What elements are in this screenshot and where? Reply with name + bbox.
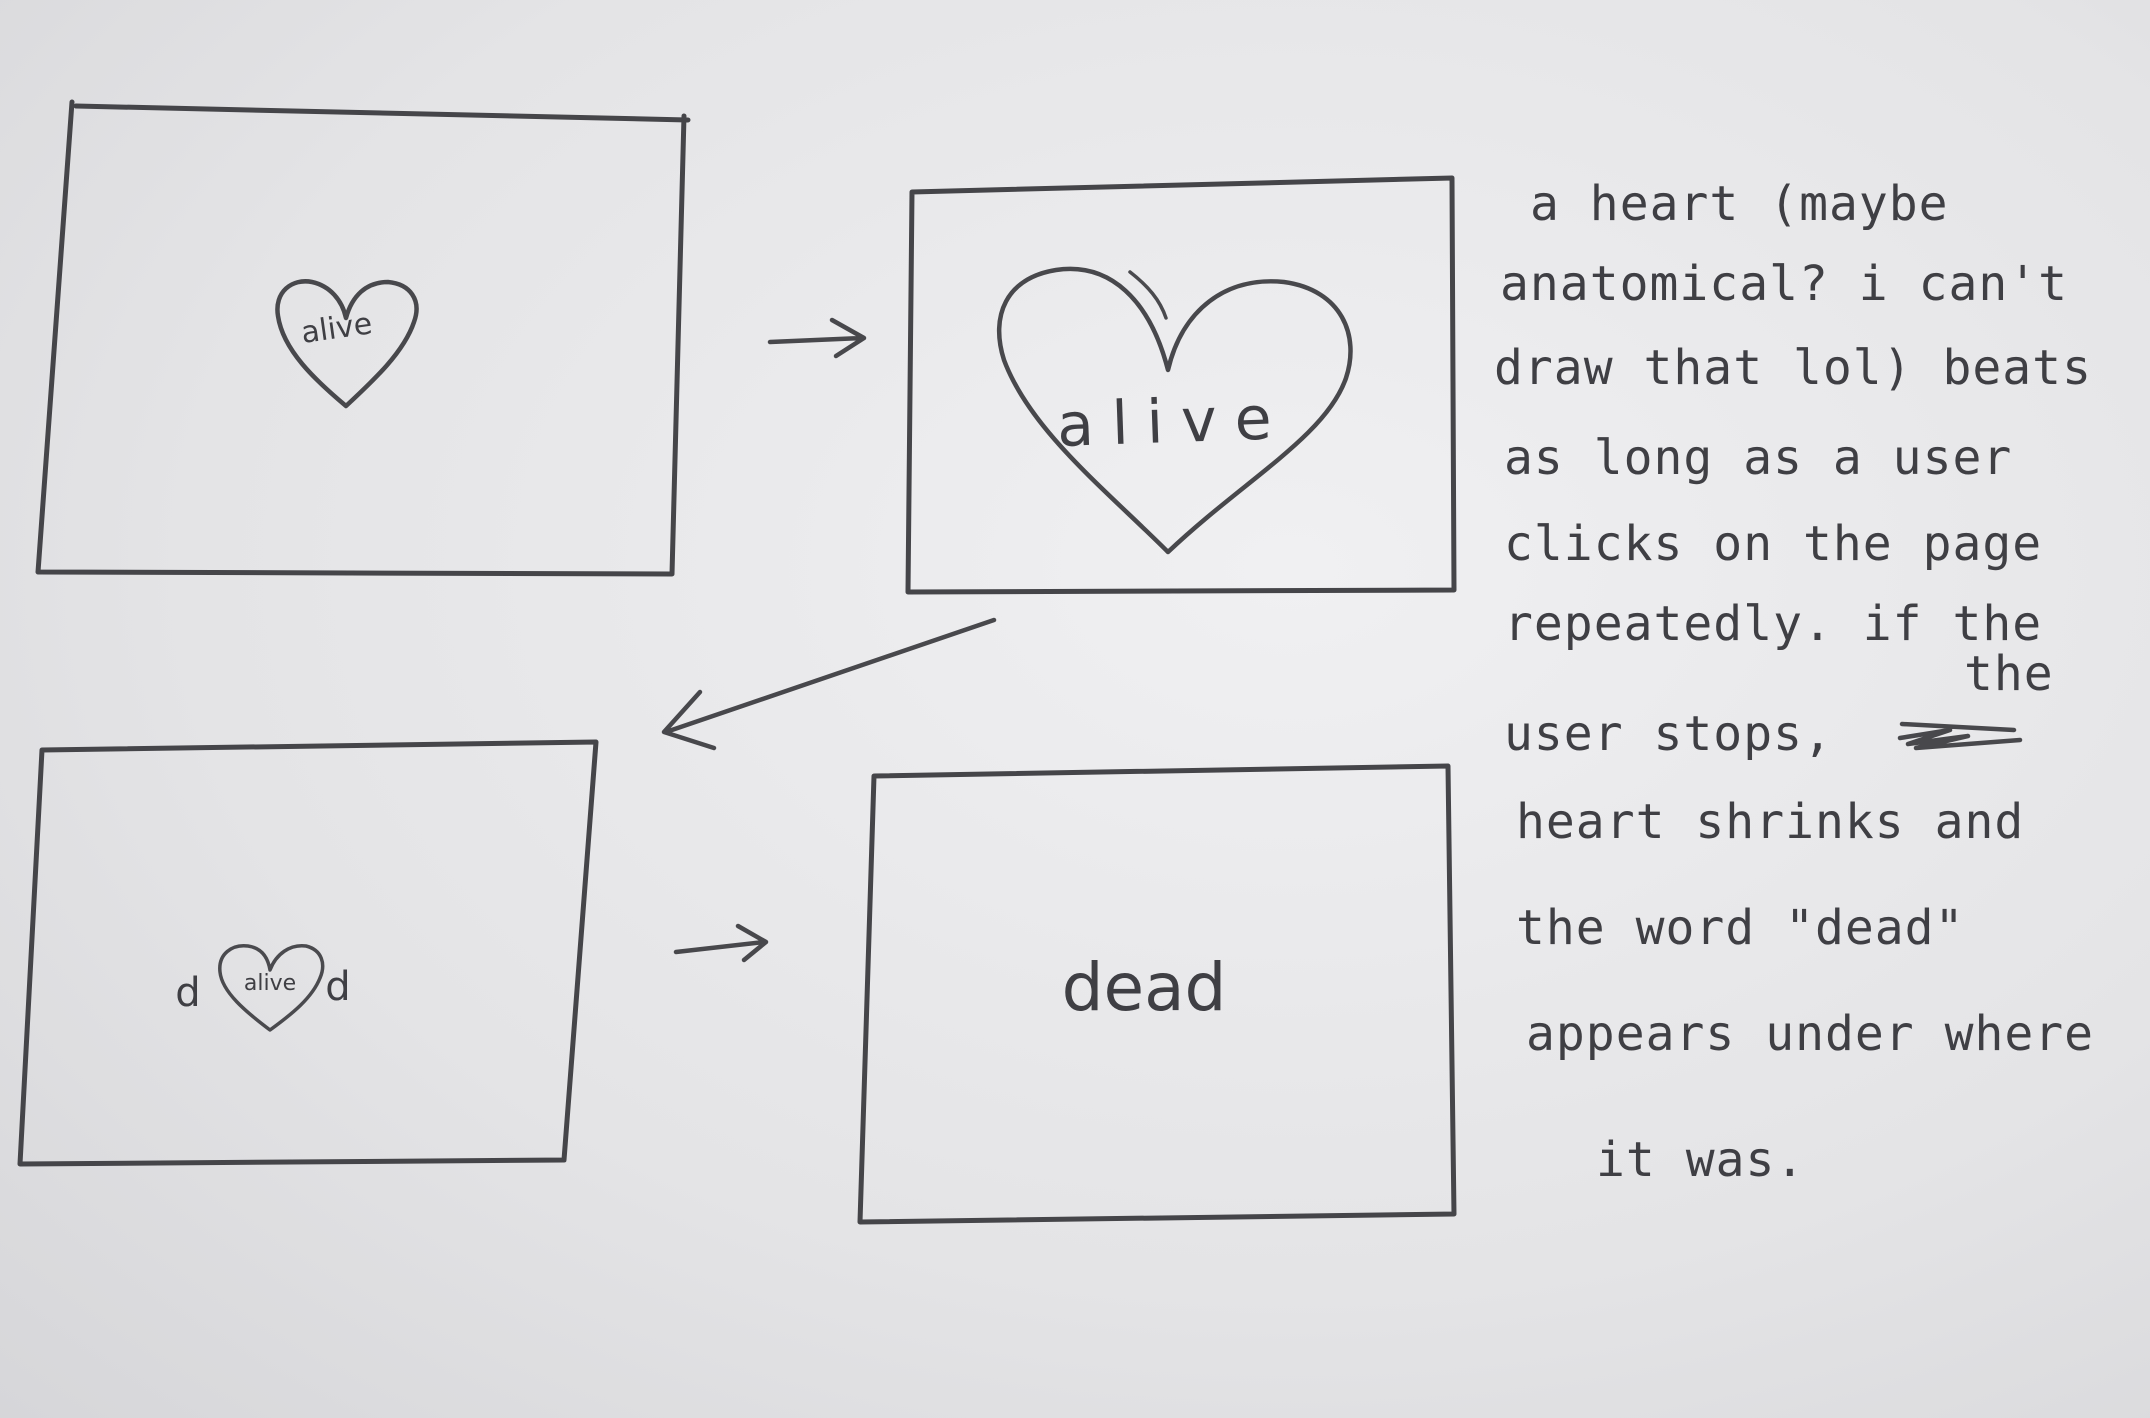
note-line-11: appears under where	[1526, 1006, 2094, 1062]
note-line-3: draw that lol) beats	[1494, 340, 2092, 396]
panel-3-label: alive	[244, 971, 296, 996]
panel-2-heart-icon	[996, 266, 1353, 555]
note-line-5: clicks on the page	[1504, 516, 2042, 572]
panel-3: alive d d	[17, 739, 599, 1167]
note-line-2: anatomical? i can't	[1500, 256, 2068, 312]
note-line-7: the	[1964, 646, 2054, 702]
note-line-9: heart shrinks and	[1516, 794, 2024, 850]
note-line-6: repeatedly. if the	[1504, 596, 2042, 652]
panel-4-label: dead	[1062, 949, 1227, 1026]
note-line-4: as long as a user	[1504, 430, 2012, 486]
panel-1-frame	[35, 99, 691, 577]
panel-3-heart-icon	[218, 944, 325, 1032]
note-line-10: the word "dead"	[1516, 900, 1964, 956]
panel-1-heart-icon	[275, 279, 419, 409]
panel-4: dead	[857, 763, 1457, 1225]
arrow-diagonal-icon	[661, 617, 997, 751]
panel-4-frame	[857, 763, 1457, 1225]
arrow-right-2-icon	[673, 923, 769, 963]
panel-3-left-fragment: d	[175, 970, 200, 1016]
note-line-1: a heart (maybe	[1530, 176, 1949, 232]
panel-2-frame	[905, 175, 1457, 595]
scribble-mark	[1897, 721, 2023, 751]
note-line-12: it was.	[1596, 1132, 1805, 1188]
arrow-right-1-icon	[767, 317, 867, 359]
panel-2-label: alive	[1056, 383, 1291, 461]
panel-3-right-fragment: d	[325, 964, 350, 1010]
panel-1: alive	[35, 99, 691, 577]
panel-2: alive	[905, 175, 1457, 595]
handwritten-note: a heart (maybe anatomical? i can't draw …	[1494, 176, 2094, 1188]
panel-3-frame	[17, 739, 599, 1167]
panel-1-label: alive	[299, 306, 374, 351]
note-line-8: user stops,	[1504, 706, 1833, 762]
